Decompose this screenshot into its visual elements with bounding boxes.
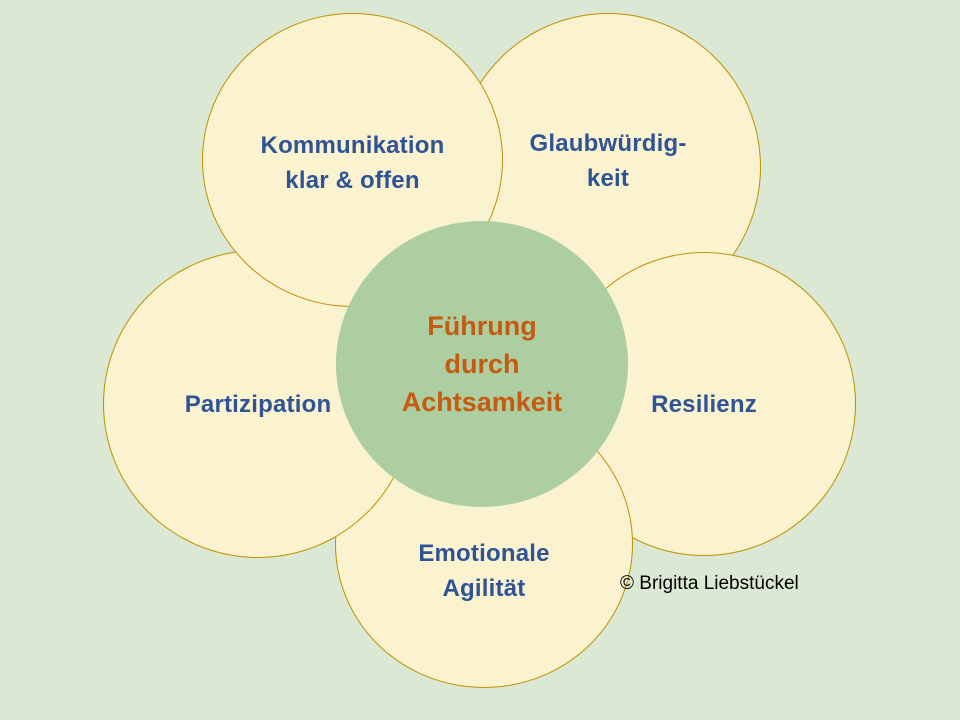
petal-resilienz-label: Resilienz	[651, 387, 757, 422]
center-circle-fuehrung-durch-achtsamkeit: Führung durch Achtsamkeit	[336, 221, 628, 507]
petal-emotionale-line-1: Emotionale	[418, 540, 550, 567]
center-circle-label: Führung durch Achtsamkeit	[402, 307, 563, 421]
petal-glaubwuerdigkeit-line-2: keit	[586, 165, 630, 192]
petal-partizipation-line-1: Partizipation	[184, 390, 332, 418]
petal-glaubwuerdigkeit-label: Glaubwürdig- keit	[529, 126, 686, 196]
petal-kommunikation-line-1: Kommunikation	[260, 132, 445, 159]
center-line-2: durch	[444, 349, 520, 379]
copyright-credit: © Brigitta Liebstückel	[620, 573, 799, 594]
petal-resilienz-line-1: Resilienz	[651, 390, 757, 418]
center-line-3: Achtsamkeit	[401, 387, 563, 417]
petal-emotionale-line-2: Agilität	[442, 575, 526, 602]
petal-partizipation-label: Partizipation	[185, 387, 332, 422]
petal-emotionale-agilitaet-label: Emotionale Agilität	[418, 482, 549, 606]
petal-glaubwuerdigkeit-line-1: Glaubwürdig-	[529, 130, 687, 157]
petal-kommunikation-label: Kommunikation klar & offen	[261, 128, 445, 198]
center-line-1: Führung	[427, 311, 537, 341]
petal-kommunikation-line-2: klar & offen	[285, 167, 420, 194]
